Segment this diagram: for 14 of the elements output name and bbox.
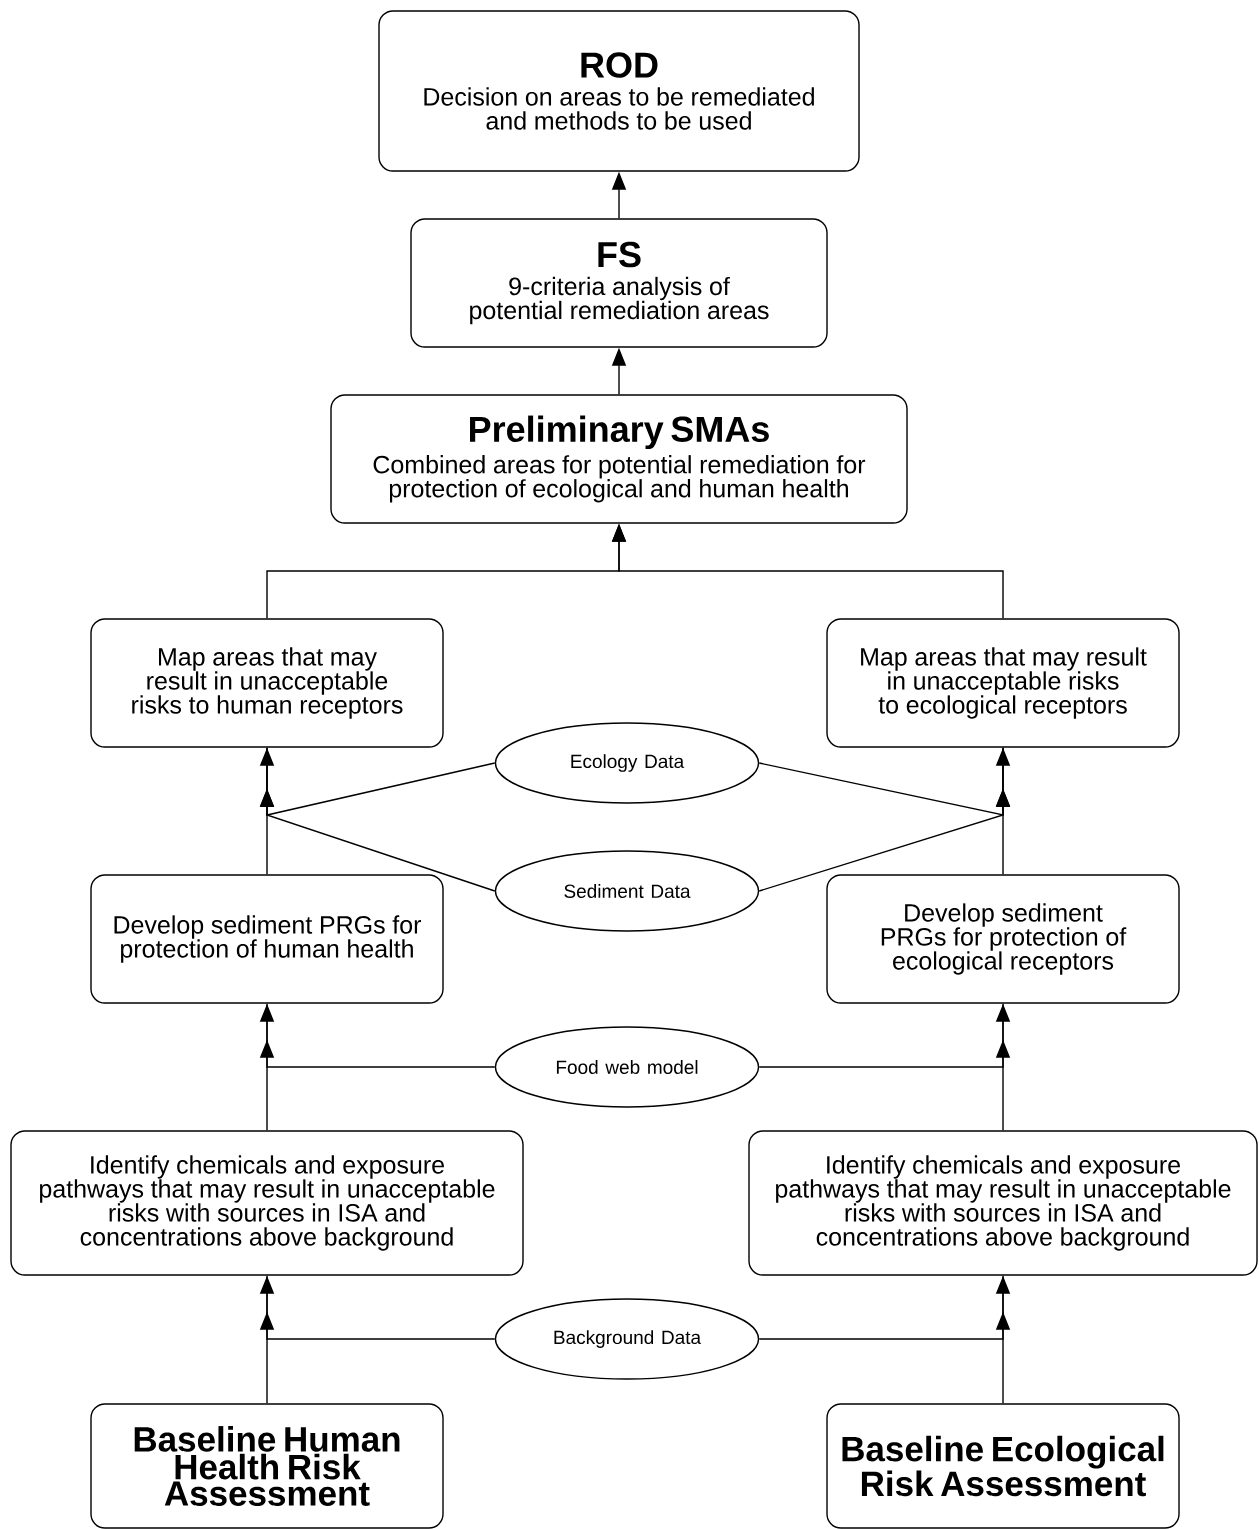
process-box: Map areas that may result in unacceptable risks to human receptors xyxy=(90,618,444,748)
process-box: FS 9-criteria analysis of potential remediation areas xyxy=(410,218,828,348)
process-box: Develop sediment PRGs for protection of human health xyxy=(90,874,444,1004)
arrow xyxy=(259,1275,496,1340)
arrow xyxy=(259,1003,496,1068)
process-box: Map areas that may result in unacceptable risks to ecological receptors xyxy=(826,618,1180,748)
process-box: Develop sediment PRGs for protection of ecological receptors xyxy=(826,874,1180,1004)
process-box: Baseline Human Health Risk Assessment xyxy=(90,1403,444,1529)
process-box: Identify chemicals and exposure pathways that may result in unacceptable risks with sources in ISA and concentrations above background xyxy=(10,1130,524,1276)
process-box: ROD Decision on areas to be remediated and methods to be used xyxy=(378,10,860,172)
process-box: Identify chemicals and exposure pathways that may result in unacceptable risks with sources in ISA and concentrations above background xyxy=(748,1130,1258,1276)
process-box: Baseline Ecological Risk Assessment xyxy=(826,1403,1180,1529)
arrow xyxy=(259,747,496,892)
process-box: Preliminary SMAs Combined areas for potential remediation for protection of ecological and human health xyxy=(330,394,908,524)
